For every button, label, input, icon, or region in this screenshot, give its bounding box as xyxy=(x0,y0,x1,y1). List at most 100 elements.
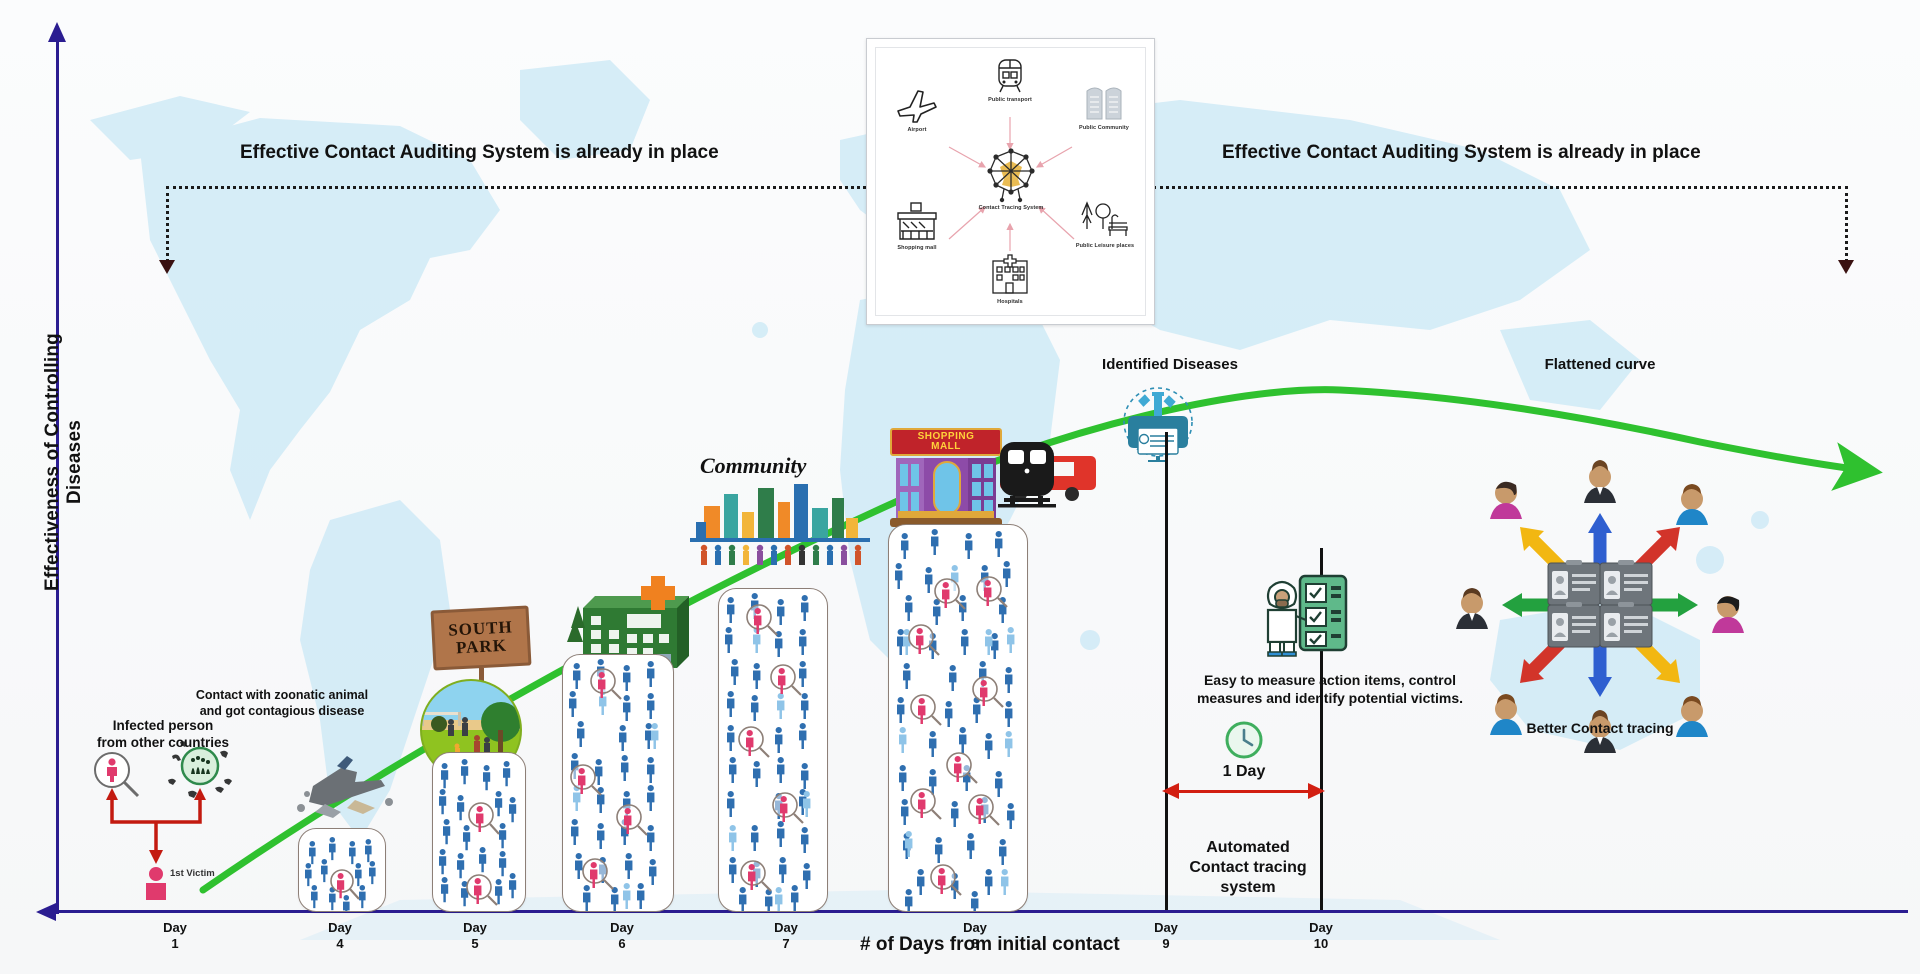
avatar xyxy=(1676,484,1708,525)
x-tick-day-9: Day 9 xyxy=(1154,920,1178,952)
inset-node-label: Public transport xyxy=(988,97,1032,103)
apartment-buildings-icon xyxy=(1086,87,1122,120)
one-day-span-arrow-right xyxy=(1308,783,1325,799)
avatar xyxy=(1456,588,1488,629)
inset-node-label: Public Leisure places xyxy=(1075,243,1135,249)
network-graph-icon xyxy=(987,148,1035,203)
better-contact-tracing-network xyxy=(1440,455,1760,755)
x-tick-day-10: Day 10 xyxy=(1309,920,1333,952)
lab-report-icon xyxy=(1123,387,1193,462)
identified-diseases-label: Identified Diseases xyxy=(1102,356,1238,373)
infected-magnifier xyxy=(946,752,978,784)
crowd-box-day-7 xyxy=(718,588,828,912)
infected-magnifier xyxy=(468,802,500,835)
zoonotic-animals-icon xyxy=(168,741,232,798)
park-bench-icon xyxy=(1081,201,1128,236)
inset-node-public-leisure: Public Leisure places xyxy=(1063,199,1147,249)
inset-connector-arrows xyxy=(948,117,1075,251)
inset-node-label: Shopping mall xyxy=(897,245,937,251)
infected-magnifier xyxy=(570,764,602,796)
south-park-sign: SOUTH PARK xyxy=(430,605,532,688)
avatar xyxy=(1490,481,1522,519)
crowd-box-day-4 xyxy=(298,828,386,912)
x-axis-label: # of Days from initial contact xyxy=(860,934,1120,955)
infected-magnifier xyxy=(466,874,498,906)
shop-icon xyxy=(897,202,937,240)
x-tick-day-5: Day 5 xyxy=(463,920,487,952)
easy-measure-label: Easy to measure action items, control me… xyxy=(1196,672,1464,706)
crowd-box-day-6 xyxy=(562,654,674,912)
infected-magnifier xyxy=(968,794,1000,826)
crowd-box-day-8 xyxy=(888,524,1028,912)
avatar xyxy=(1712,596,1744,633)
one-day-span-arrow-left xyxy=(1162,783,1179,799)
y-axis-label: Effectiveness of Controlling Diseases xyxy=(42,333,85,591)
infected-magnifier xyxy=(330,869,360,900)
infected-magnifier xyxy=(930,864,962,896)
infected-magnifier xyxy=(976,576,1008,608)
plane-wreck-icon xyxy=(297,756,393,818)
x-tick-day-4: Day 4 xyxy=(328,920,352,952)
x-axis-arrowhead xyxy=(36,903,56,921)
infected-magnifier xyxy=(908,624,940,656)
infected-magnifier xyxy=(972,676,1004,708)
infected-magnifier xyxy=(740,860,772,892)
crowd-box-day-5 xyxy=(432,752,526,912)
south-park-line2: PARK xyxy=(455,635,508,658)
infected-magnifier xyxy=(746,604,778,636)
infected-magnifier xyxy=(616,804,648,836)
x-tick-day-8: Day 8 xyxy=(963,920,987,952)
inset-node-hospitals: Hospitals xyxy=(977,253,1043,305)
inset-node-public-community: Public Community xyxy=(1067,81,1141,131)
inset-node-airport: Airport xyxy=(885,87,949,133)
left-bracket-label: Effective Contact Auditing System is alr… xyxy=(240,142,719,163)
automated-system-label: Automated Contact tracing system xyxy=(1189,839,1307,896)
contact-tracing-center-node: Contact Tracing System xyxy=(975,145,1047,211)
community-label: Community xyxy=(700,453,807,478)
hazmat-checklist-icon xyxy=(1266,574,1348,657)
right-bracket-label: Effective Contact Auditing System is alr… xyxy=(1222,142,1701,163)
day-10-marker-line xyxy=(1320,548,1323,910)
y-axis-line xyxy=(56,38,59,914)
inset-node-public-transport: Public transport xyxy=(980,57,1040,103)
infected-magnifier xyxy=(738,726,770,758)
day-9-marker-line xyxy=(1165,432,1168,910)
hospital-icon xyxy=(992,254,1028,294)
infected-magnifier xyxy=(772,792,804,824)
magnifier-infected-icon xyxy=(94,752,140,798)
better-contact-tracing-label: Better Contact tracing xyxy=(1526,720,1674,736)
inset-node-label: Hospitals xyxy=(997,299,1023,305)
one-day-span-line xyxy=(1178,790,1310,793)
infected-magnifier xyxy=(910,694,942,726)
clock-icon xyxy=(1225,721,1263,759)
x-tick-day-1: Day 1 xyxy=(163,920,187,952)
first-victim-icon xyxy=(146,867,166,900)
shopping-mall-line2: MALL xyxy=(931,441,961,452)
zoonotic-contact-label: Contact with zoonatic animal and got con… xyxy=(195,688,369,718)
one-day-label: 1 Day xyxy=(1222,763,1266,780)
train-icon xyxy=(998,59,1022,93)
infected-magnifier xyxy=(590,668,622,700)
train-front-icon xyxy=(998,442,1056,508)
avatar xyxy=(1584,460,1616,503)
x-tick-day-6: Day 6 xyxy=(610,920,634,952)
inset-node-shopping-mall: Shopping mall xyxy=(883,201,951,251)
shopping-mall-line1: SHOPPING xyxy=(917,431,975,442)
avatar xyxy=(1676,696,1708,737)
avatar xyxy=(1490,694,1522,735)
avatar xyxy=(1584,710,1616,753)
inset-node-label: Public Community xyxy=(1079,125,1129,131)
contact-tracing-center-label: Contact Tracing System xyxy=(978,205,1044,211)
inset-node-label: Airport xyxy=(907,127,927,133)
infected-magnifier xyxy=(770,664,802,696)
infected-magnifier xyxy=(910,788,942,820)
first-victim-label: 1st Victim xyxy=(170,868,215,879)
infected-magnifier xyxy=(582,858,614,890)
x-tick-day-7: Day 7 xyxy=(774,920,798,952)
community-skyline-icon xyxy=(690,484,870,565)
shopping-mall-icon: SHOPPING MALL xyxy=(890,428,1002,537)
airplane-icon xyxy=(897,90,937,123)
infected-person-label: Infected person from other countries xyxy=(96,718,229,750)
contact-tracing-system-inset: Contact Tracing System Public transport … xyxy=(866,38,1155,325)
